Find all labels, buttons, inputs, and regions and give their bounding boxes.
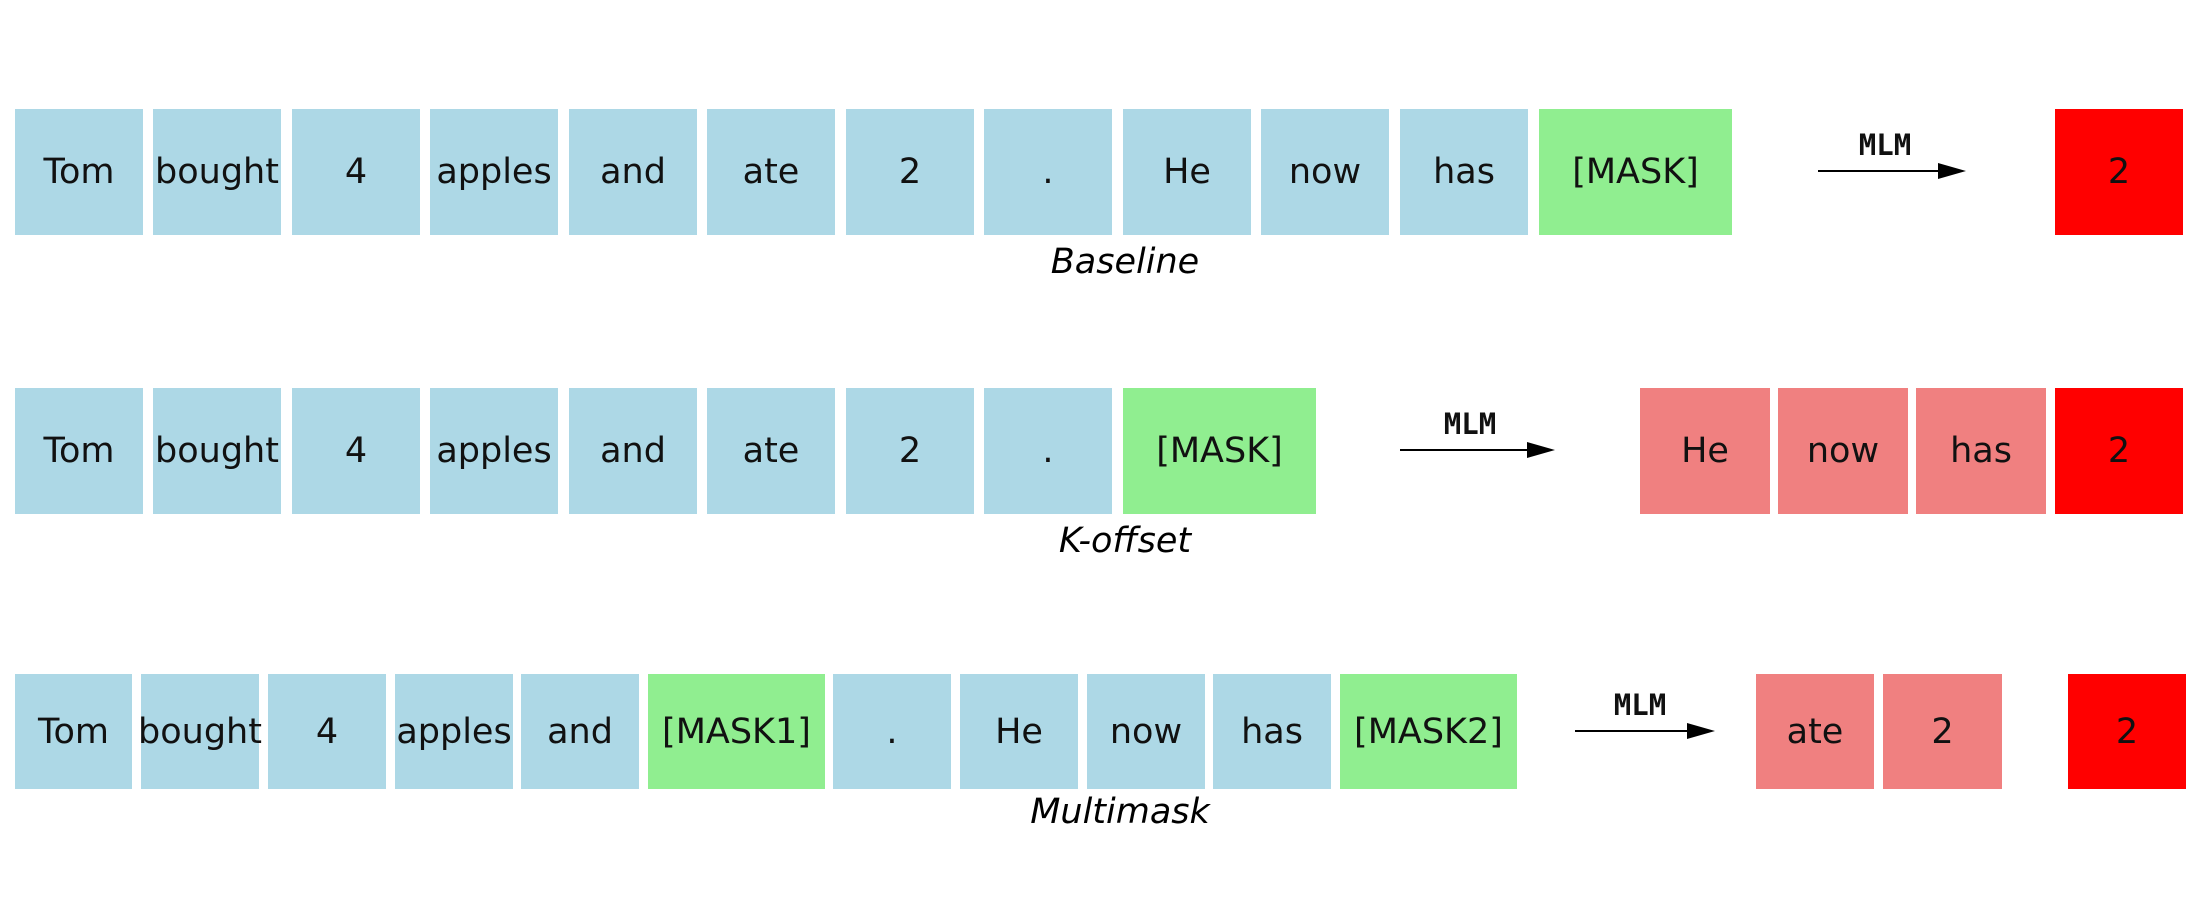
caption-k-offset: K-offset <box>1058 521 1192 561</box>
arrow-right-icon <box>1938 163 1966 179</box>
input-token-bought: bought <box>153 388 281 514</box>
auxiliary-target-token-2: 2 <box>1883 674 2002 789</box>
input-token-now: now <box>1087 674 1205 789</box>
input-token-4: 4 <box>268 674 386 789</box>
input-token-ate: ate <box>707 109 835 235</box>
input-token-4: 4 <box>292 109 420 235</box>
target-token-2: 2 <box>2068 674 2186 789</box>
target-token-2: 2 <box>2055 388 2183 514</box>
input-token-bought: bought <box>153 109 281 235</box>
input-token-and: and <box>521 674 639 789</box>
mask-token-mask1: [MASK1] <box>648 674 825 789</box>
input-token-tom: Tom <box>15 674 132 789</box>
mlm-arrow-line <box>1818 170 1940 172</box>
input-token-tom: Tom <box>15 388 143 514</box>
input-token-tom: Tom <box>15 109 143 235</box>
input-token-and: and <box>569 388 697 514</box>
mlm-arrow-line <box>1400 449 1529 451</box>
input-token-period: . <box>984 388 1112 514</box>
input-token-period: . <box>833 674 951 789</box>
input-token-he: He <box>960 674 1078 789</box>
mlm-arrow-label: MLM <box>1443 407 1497 441</box>
arrow-right-icon <box>1687 723 1715 739</box>
input-token-has: has <box>1213 674 1331 789</box>
input-token-apples: apples <box>395 674 513 789</box>
auxiliary-target-token-has: has <box>1916 388 2046 514</box>
mlm-arrow-line <box>1575 730 1689 732</box>
input-token-2: 2 <box>846 388 974 514</box>
mask-token-mask: [MASK] <box>1539 109 1732 235</box>
input-token-4: 4 <box>292 388 420 514</box>
mlm-arrow-label: MLM <box>1858 128 1912 162</box>
target-token-2: 2 <box>2055 109 2183 235</box>
input-token-now: now <box>1261 109 1389 235</box>
input-token-he: He <box>1123 109 1251 235</box>
input-token-apples: apples <box>430 109 558 235</box>
auxiliary-target-token-now: now <box>1778 388 1908 514</box>
mask-token-mask2: [MASK2] <box>1340 674 1517 789</box>
input-token-bought: bought <box>138 674 262 789</box>
caption-multimask: Multimask <box>1030 792 1210 832</box>
auxiliary-target-token-he: He <box>1640 388 1770 514</box>
input-token-period: . <box>984 109 1112 235</box>
input-token-2: 2 <box>846 109 974 235</box>
mask-token-mask: [MASK] <box>1123 388 1316 514</box>
auxiliary-target-token-ate: ate <box>1756 674 1874 789</box>
input-token-ate: ate <box>707 388 835 514</box>
input-token-and: and <box>569 109 697 235</box>
input-token-apples: apples <box>430 388 558 514</box>
input-token-has: has <box>1400 109 1528 235</box>
caption-baseline: Baseline <box>1050 242 1200 282</box>
arrow-right-icon <box>1527 442 1555 458</box>
mlm-arrow-label: MLM <box>1613 688 1667 722</box>
